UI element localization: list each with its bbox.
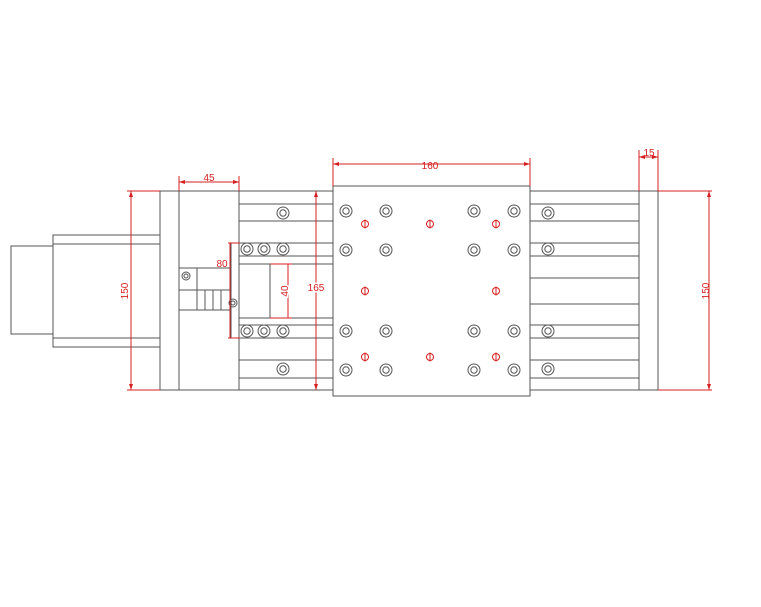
screw-head-icon (339, 204, 353, 218)
screw-head-icon (507, 204, 521, 218)
dim-label-coupling-height: 40 (280, 285, 291, 297)
screw-head-icon (379, 363, 393, 377)
screw-head-icon (467, 204, 481, 218)
screw-head-icon (339, 243, 353, 257)
screw-head-icon (467, 243, 481, 257)
right-rail-section (529, 190, 640, 391)
threaded-hole-icon (492, 286, 500, 296)
threaded-hole-icon (492, 352, 500, 362)
screw-head-icon (339, 363, 353, 377)
screw-head-icon (276, 324, 290, 338)
dim-label-right-height: 150 (701, 282, 712, 299)
coupling-window (178, 243, 232, 338)
threaded-holes (361, 219, 500, 362)
threaded-hole-icon (361, 352, 369, 362)
screw-head-icon (257, 242, 271, 256)
right-end-plate (638, 190, 659, 391)
screw-head-icon (541, 206, 555, 220)
threaded-hole-icon (426, 219, 434, 229)
screw-head-icon (541, 324, 555, 338)
screw-head-icon (467, 324, 481, 338)
screw-head-icon (507, 243, 521, 257)
screw-head-icon (276, 242, 290, 256)
screw-head-icon (541, 242, 555, 256)
screw-head-icon (507, 363, 521, 377)
dim-label-motor-block: 45 (203, 173, 215, 184)
screw-head-icon (240, 242, 254, 256)
screw-head-icon (339, 324, 353, 338)
screw-head-icon (467, 363, 481, 377)
screw-head-icon (541, 362, 555, 376)
dim-label-end-plate: 15 (643, 148, 655, 159)
dim-label-coupling-width: 80 (216, 259, 228, 270)
dimension-arrows (129, 155, 711, 390)
screw-head-icon (276, 362, 290, 376)
threaded-hole-icon (361, 219, 369, 229)
screw-heads (240, 204, 555, 377)
dim-label-carriage-height: 165 (308, 283, 325, 294)
dim-label-carriage-width: 160 (422, 161, 439, 172)
screw-head-icon (276, 206, 290, 220)
screw-head-icon (507, 324, 521, 338)
screw-head-icon (379, 243, 393, 257)
threaded-hole-icon (492, 219, 500, 229)
coupling-screws (181, 271, 238, 308)
screw-head-icon (379, 324, 393, 338)
dim-label-left-height: 150 (120, 282, 131, 299)
screw-head-icon (379, 204, 393, 218)
screw-head-icon (257, 324, 271, 338)
threaded-hole-icon (426, 352, 434, 362)
threaded-hole-icon (361, 286, 369, 296)
screw-head-icon (240, 324, 254, 338)
dimension-lines (127, 150, 712, 391)
